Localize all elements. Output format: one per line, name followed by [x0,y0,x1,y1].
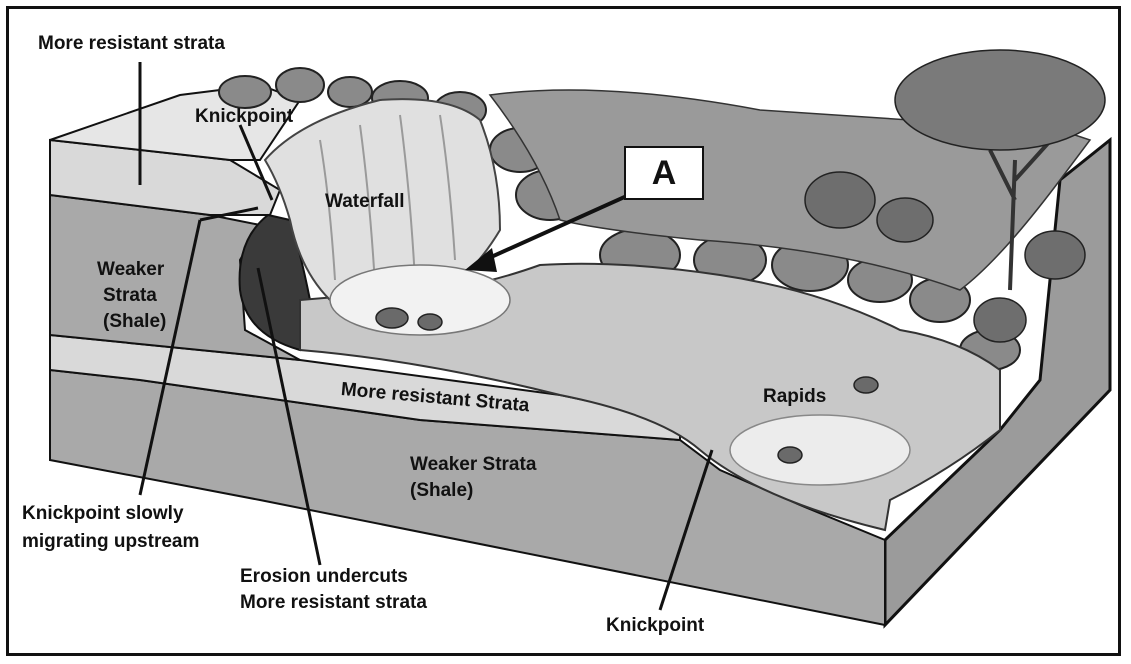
label-knickpoint-migrating-2: migrating upstream [22,530,199,553]
label-waterfall: Waterfall [325,190,405,213]
label-erosion-undercuts-1: Erosion undercuts [240,565,408,588]
label-weaker-strata-left-3: (Shale) [103,310,166,333]
label-weaker-strata-left-1: Weaker [97,258,164,281]
label-weaker-strata-lower-1: Weaker Strata [410,453,536,476]
label-erosion-undercuts-2: More resistant strata [240,591,427,614]
marker-a-label: A [652,154,677,193]
label-knickpoint-top: Knickpoint [195,105,293,128]
label-knickpoint-migrating-1: Knickpoint slowly [22,502,184,525]
label-more-resistant-strata-top: More resistant strata [38,32,225,55]
label-weaker-strata-left-2: Strata [103,284,157,307]
label-rapids: Rapids [763,385,826,408]
label-knickpoint-bottom: Knickpoint [606,614,704,637]
marker-a-box: A [624,146,704,200]
label-weaker-strata-lower-2: (Shale) [410,479,473,502]
rapids-splash [730,415,910,485]
